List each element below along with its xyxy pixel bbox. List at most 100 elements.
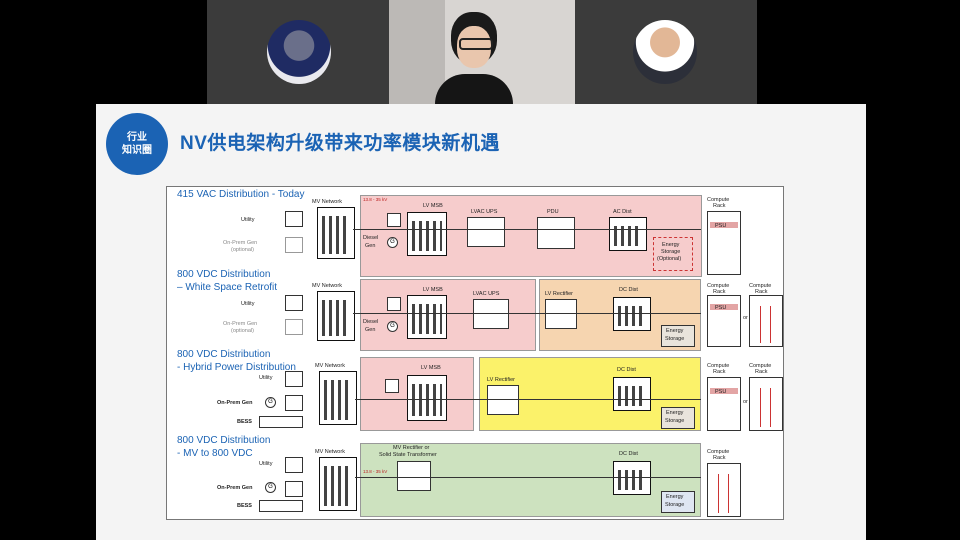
video-tile-participant-2[interactable] xyxy=(389,0,575,104)
pdu-unit xyxy=(537,217,575,249)
mv-network-switchgear xyxy=(319,457,357,511)
label-lv-msb: LV MSB xyxy=(423,287,443,293)
mv-rectifier-sst-unit xyxy=(397,461,431,491)
label-lv-rectifier: LV Rectifier xyxy=(487,377,516,383)
label-rack: Rack xyxy=(755,289,768,295)
diesel-gen-icon: G xyxy=(387,321,398,332)
section-title-mv-2: - MV to 800 VDC xyxy=(177,448,253,459)
mv-network-switchgear xyxy=(319,371,357,425)
label-utility: Utility xyxy=(259,375,273,381)
label-diesel: Diesel xyxy=(363,319,379,325)
lv-msb-switchgear xyxy=(407,375,447,421)
label-lv-msb: LV MSB xyxy=(421,365,441,371)
participant-avatar xyxy=(267,20,331,84)
utility-transformer xyxy=(285,295,303,311)
utility-transformer xyxy=(285,211,303,227)
badge-line-2: 知识圈 xyxy=(122,145,152,156)
mv-network-switchgear xyxy=(317,291,355,341)
lvac-ups-unit xyxy=(467,217,505,247)
label-gen: Gen xyxy=(365,243,376,249)
section-title-hybrid-2: - Hybrid Power Distribution xyxy=(177,362,296,373)
label-compute: Compute xyxy=(707,197,730,203)
label-gen: Gen xyxy=(365,327,376,333)
onprem-transformer xyxy=(285,319,303,335)
label-utility: Utility xyxy=(259,461,273,467)
label-mv-network: MV Network xyxy=(312,283,342,289)
lv-msb-switchgear xyxy=(407,212,447,256)
diesel-gen-icon: G xyxy=(387,237,398,248)
label-mv-network: MV Network xyxy=(312,199,342,205)
label-storage: Storage xyxy=(665,336,685,342)
label-rack: Rack xyxy=(755,369,768,375)
bus-line-retrofit xyxy=(353,313,701,314)
label-utility: Utility xyxy=(241,301,255,307)
ac-dist-panel xyxy=(609,217,647,251)
section-title-retrofit-2: – White Space Retrofit xyxy=(177,282,278,293)
speaker-figure xyxy=(429,12,519,104)
label-onprem-gen: On-Prem Gen xyxy=(217,400,253,406)
onprem-gen-icon: G xyxy=(265,397,276,408)
label-lv-msb: LV MSB xyxy=(423,203,443,209)
onprem-transformer xyxy=(285,395,303,411)
lvac-ups-unit xyxy=(473,299,509,329)
section-title-hybrid-1: 800 VDC Distribution xyxy=(177,349,271,360)
label-lv-rectifier: LV Rectifier xyxy=(545,291,574,297)
shared-slide: 行业 知识圈 NV供电架构升级带来功率模块新机遇 415 VAC Distrib… xyxy=(96,104,866,540)
label-rack: Rack xyxy=(713,455,726,461)
label-bess: BESS xyxy=(237,503,252,509)
label-or: or xyxy=(743,315,748,321)
compute-rack-2a xyxy=(707,295,741,347)
label-mv-rectifier-1: MV Rectifier or xyxy=(393,445,430,451)
video-tile-participant-3[interactable] xyxy=(575,0,757,104)
label-energy: Energy xyxy=(666,410,684,416)
slide-badge: 行业 知识圈 xyxy=(106,113,168,175)
label-lvac-ups: LVAC UPS xyxy=(471,209,498,215)
label-psu: PSU xyxy=(715,389,727,395)
label-dc-dist: DC Dist xyxy=(617,367,636,373)
label-mv-network: MV Network xyxy=(315,363,345,369)
label-energy: Energy xyxy=(662,242,680,248)
onprem-transformer xyxy=(285,481,303,497)
energy-storage-box xyxy=(661,325,695,347)
label-lvac-ups: LVAC UPS xyxy=(473,291,500,297)
utility-transformer xyxy=(285,371,303,387)
energy-storage-box xyxy=(661,407,695,429)
slide-title: NV供电架构升级带来功率模块新机遇 xyxy=(180,133,500,154)
energy-storage-box xyxy=(661,491,695,513)
dc-dist-panel xyxy=(613,461,651,495)
bus-line-415 xyxy=(353,229,701,230)
mv-lv-transformer xyxy=(385,379,399,393)
label-energy: Energy xyxy=(666,494,684,500)
compute-rack-3b xyxy=(749,377,783,431)
tag-mv-short: 13.8 - 35 kV xyxy=(363,469,388,474)
dc-dist-panel xyxy=(613,297,651,331)
video-tile-participant-1[interactable] xyxy=(207,0,389,104)
onprem-gen-icon: G xyxy=(265,482,276,493)
bus-line-hybrid xyxy=(355,399,701,400)
bus-line-mv xyxy=(355,477,701,478)
label-optional: (optional) xyxy=(231,247,254,253)
utility-transformer xyxy=(285,457,303,473)
energy-storage-optional-box xyxy=(653,237,693,271)
section-title-415vac: 415 VAC Distribution - Today xyxy=(177,189,305,200)
bess-unit xyxy=(259,500,303,512)
section-title-mv-1: 800 VDC Distribution xyxy=(177,435,271,446)
label-optional-paren: (Optional) xyxy=(657,256,682,262)
label-utility: Utility xyxy=(241,217,255,223)
onprem-transformer xyxy=(285,237,303,253)
compute-rack-1 xyxy=(707,211,741,275)
mv-lv-transformer xyxy=(387,297,401,311)
bess-unit xyxy=(259,416,303,428)
participant-avatar xyxy=(633,20,697,84)
label-bess: BESS xyxy=(237,419,252,425)
label-compute: Compute xyxy=(707,283,730,289)
label-onprem-gen: On-Prem Gen xyxy=(223,240,258,246)
tag-mv: 13.8 - 35 kV xyxy=(363,197,388,202)
label-dc-dist: DC Dist xyxy=(619,287,638,293)
label-rack: Rack xyxy=(713,289,726,295)
badge-line-1: 行业 xyxy=(127,132,147,143)
label-onprem-gen: On-Prem Gen xyxy=(223,321,258,327)
zone-lv-ac-retrofit xyxy=(360,279,536,351)
label-compute: Compute xyxy=(749,283,772,289)
label-diesel: Diesel xyxy=(363,235,379,241)
